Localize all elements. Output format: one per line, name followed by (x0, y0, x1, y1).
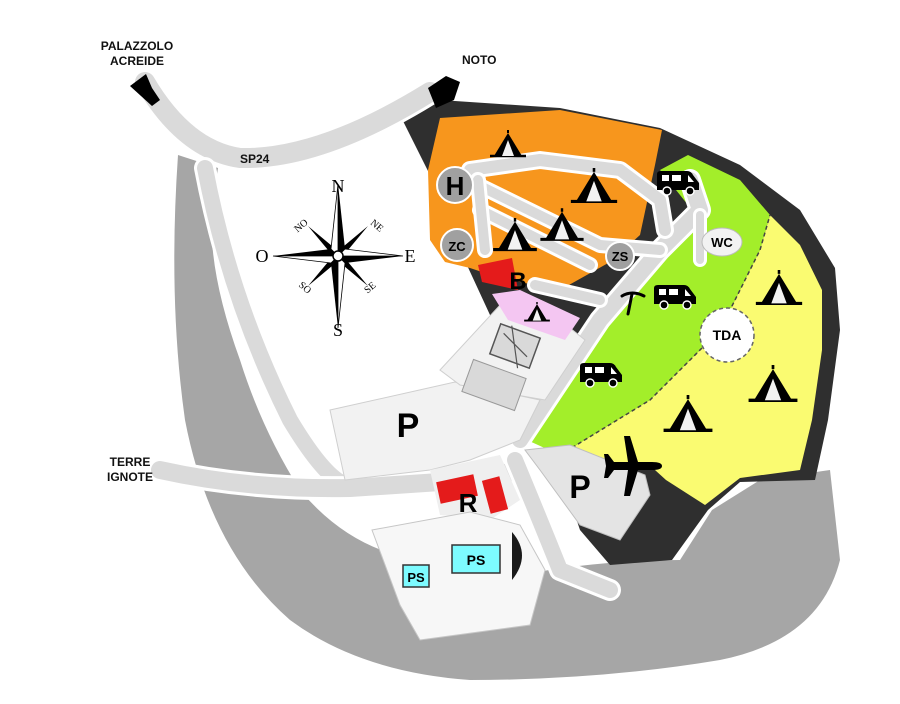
arrow-icon (428, 76, 460, 108)
label-noto: NOTO (462, 53, 496, 67)
label-b: B (509, 268, 526, 295)
road-network (132, 69, 711, 601)
grey-land-area (174, 155, 841, 680)
compass-o: O (256, 246, 269, 266)
label-p-south: P (569, 469, 590, 505)
tda-area (699, 307, 755, 363)
label-palazzolo: PALAZZOLO (101, 39, 173, 53)
compass-s: S (333, 320, 343, 340)
pool-large (451, 544, 501, 574)
label-r: R (459, 488, 478, 518)
compass-so: SO (296, 280, 313, 297)
label-zs: ZS (612, 249, 629, 264)
compass-ne: NE (368, 218, 385, 235)
compass-n: N (332, 176, 345, 196)
label-ps-large: PS (467, 552, 486, 568)
building-h (436, 166, 474, 204)
arrow-icon (130, 74, 160, 106)
compass-rose-icon (272, 183, 404, 329)
label-wc: WC (711, 235, 733, 250)
plane-icon (604, 436, 662, 496)
building-zc (440, 228, 474, 262)
pool-small (402, 564, 430, 588)
red-building-r2 (481, 476, 509, 514)
label-terre: TERRE (110, 455, 151, 469)
compass-e: E (405, 246, 416, 266)
label-zc: ZC (448, 239, 466, 254)
red-building-r1 (436, 474, 478, 504)
label-h: H (446, 171, 465, 201)
label-tda: TDA (713, 327, 742, 343)
building-wc (701, 227, 743, 257)
building-zs (605, 241, 635, 271)
red-building-b (478, 258, 518, 290)
label-p-north: P (397, 407, 420, 445)
label-acreide: ACREIDE (110, 54, 164, 68)
sports-field (461, 358, 527, 412)
label-ps-small: PS (407, 570, 425, 585)
label-ignote: IGNOTE (107, 470, 153, 484)
pool-dark-edge (512, 532, 522, 580)
compass-no: NO (292, 217, 310, 235)
pool-area (371, 511, 546, 641)
label-sp24: SP24 (240, 152, 270, 166)
pickaxe-icon (620, 291, 646, 316)
